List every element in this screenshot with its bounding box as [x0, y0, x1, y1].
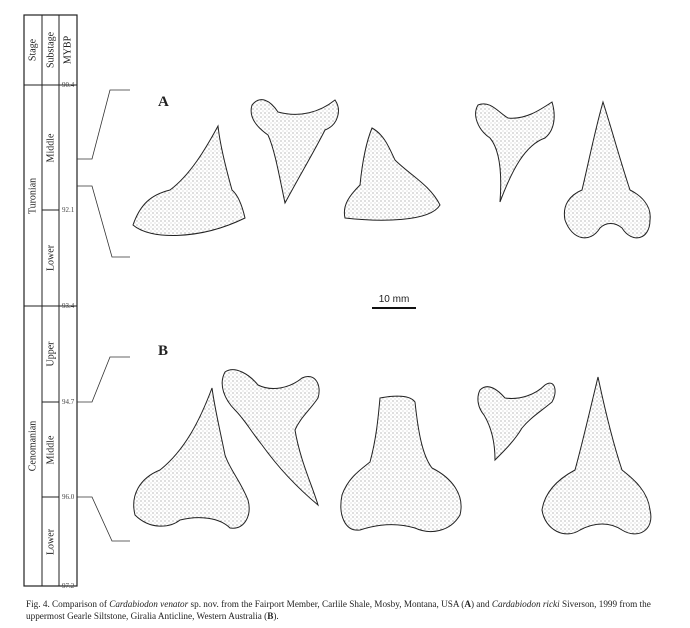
tooth-b2 — [221, 369, 320, 507]
caption-species-2: Cardabiodon ricki — [491, 599, 560, 609]
caption-ref-a: A — [464, 599, 471, 609]
caption-text: ). — [273, 611, 279, 621]
age-label: 90.4 — [62, 81, 75, 89]
panel-label-a: A — [158, 94, 169, 110]
substage-middle-cenomanian: Middle — [45, 435, 56, 465]
scale-bar: 10 mm — [372, 294, 416, 309]
tooth-b4 — [477, 382, 556, 462]
substage-upper-cenomanian: Upper — [45, 341, 56, 367]
caption-text: Siverson, 1999 from the uppermost Gearle… — [26, 599, 651, 621]
header-substage: Substage — [45, 31, 56, 69]
tooth-b5 — [541, 376, 652, 535]
strat-column-lines — [23, 14, 78, 587]
caption-text: ) and — [470, 599, 492, 609]
age-label: 96.0 — [62, 493, 75, 501]
tooth-a5 — [563, 100, 651, 239]
tooth-b1 — [133, 387, 250, 529]
caption-species-1: Cardabiodon venator — [109, 599, 189, 609]
caption-ref-b: B — [267, 611, 274, 621]
figure-caption: Fig. 4. Comparison of Cardabiodon venato… — [26, 598, 676, 622]
stage-cenomanian: Cenomanian — [27, 420, 39, 472]
panel-label-b: B — [158, 343, 169, 359]
age-label: 93.4 — [62, 302, 75, 310]
tooth-a2 — [250, 99, 339, 205]
connector-lines — [77, 89, 130, 542]
tooth-a4 — [475, 101, 555, 203]
substage-lower-cenomanian: Lower — [45, 528, 56, 556]
stage-turonian: Turonian — [27, 177, 39, 215]
age-label: 94.7 — [62, 398, 75, 406]
tooth-b3 — [340, 395, 462, 532]
header-mybp: MYBP — [62, 35, 74, 65]
substage-lower-turonian: Lower — [45, 244, 56, 272]
age-label: 92.1 — [62, 206, 75, 214]
tooth-a3 — [343, 127, 441, 221]
tooth-a1 — [132, 124, 246, 236]
substage-middle-turonian: Middle — [45, 133, 56, 163]
header-stage: Stage — [27, 38, 39, 62]
scale-bar-label: 10 mm — [378, 294, 410, 305]
caption-text: sp. nov. from the Fairport Member, Carli… — [188, 599, 465, 609]
caption-text: Fig. 4. Comparison of — [26, 599, 110, 609]
age-label: 97.2 — [62, 582, 75, 590]
scale-bar-line — [372, 307, 416, 309]
